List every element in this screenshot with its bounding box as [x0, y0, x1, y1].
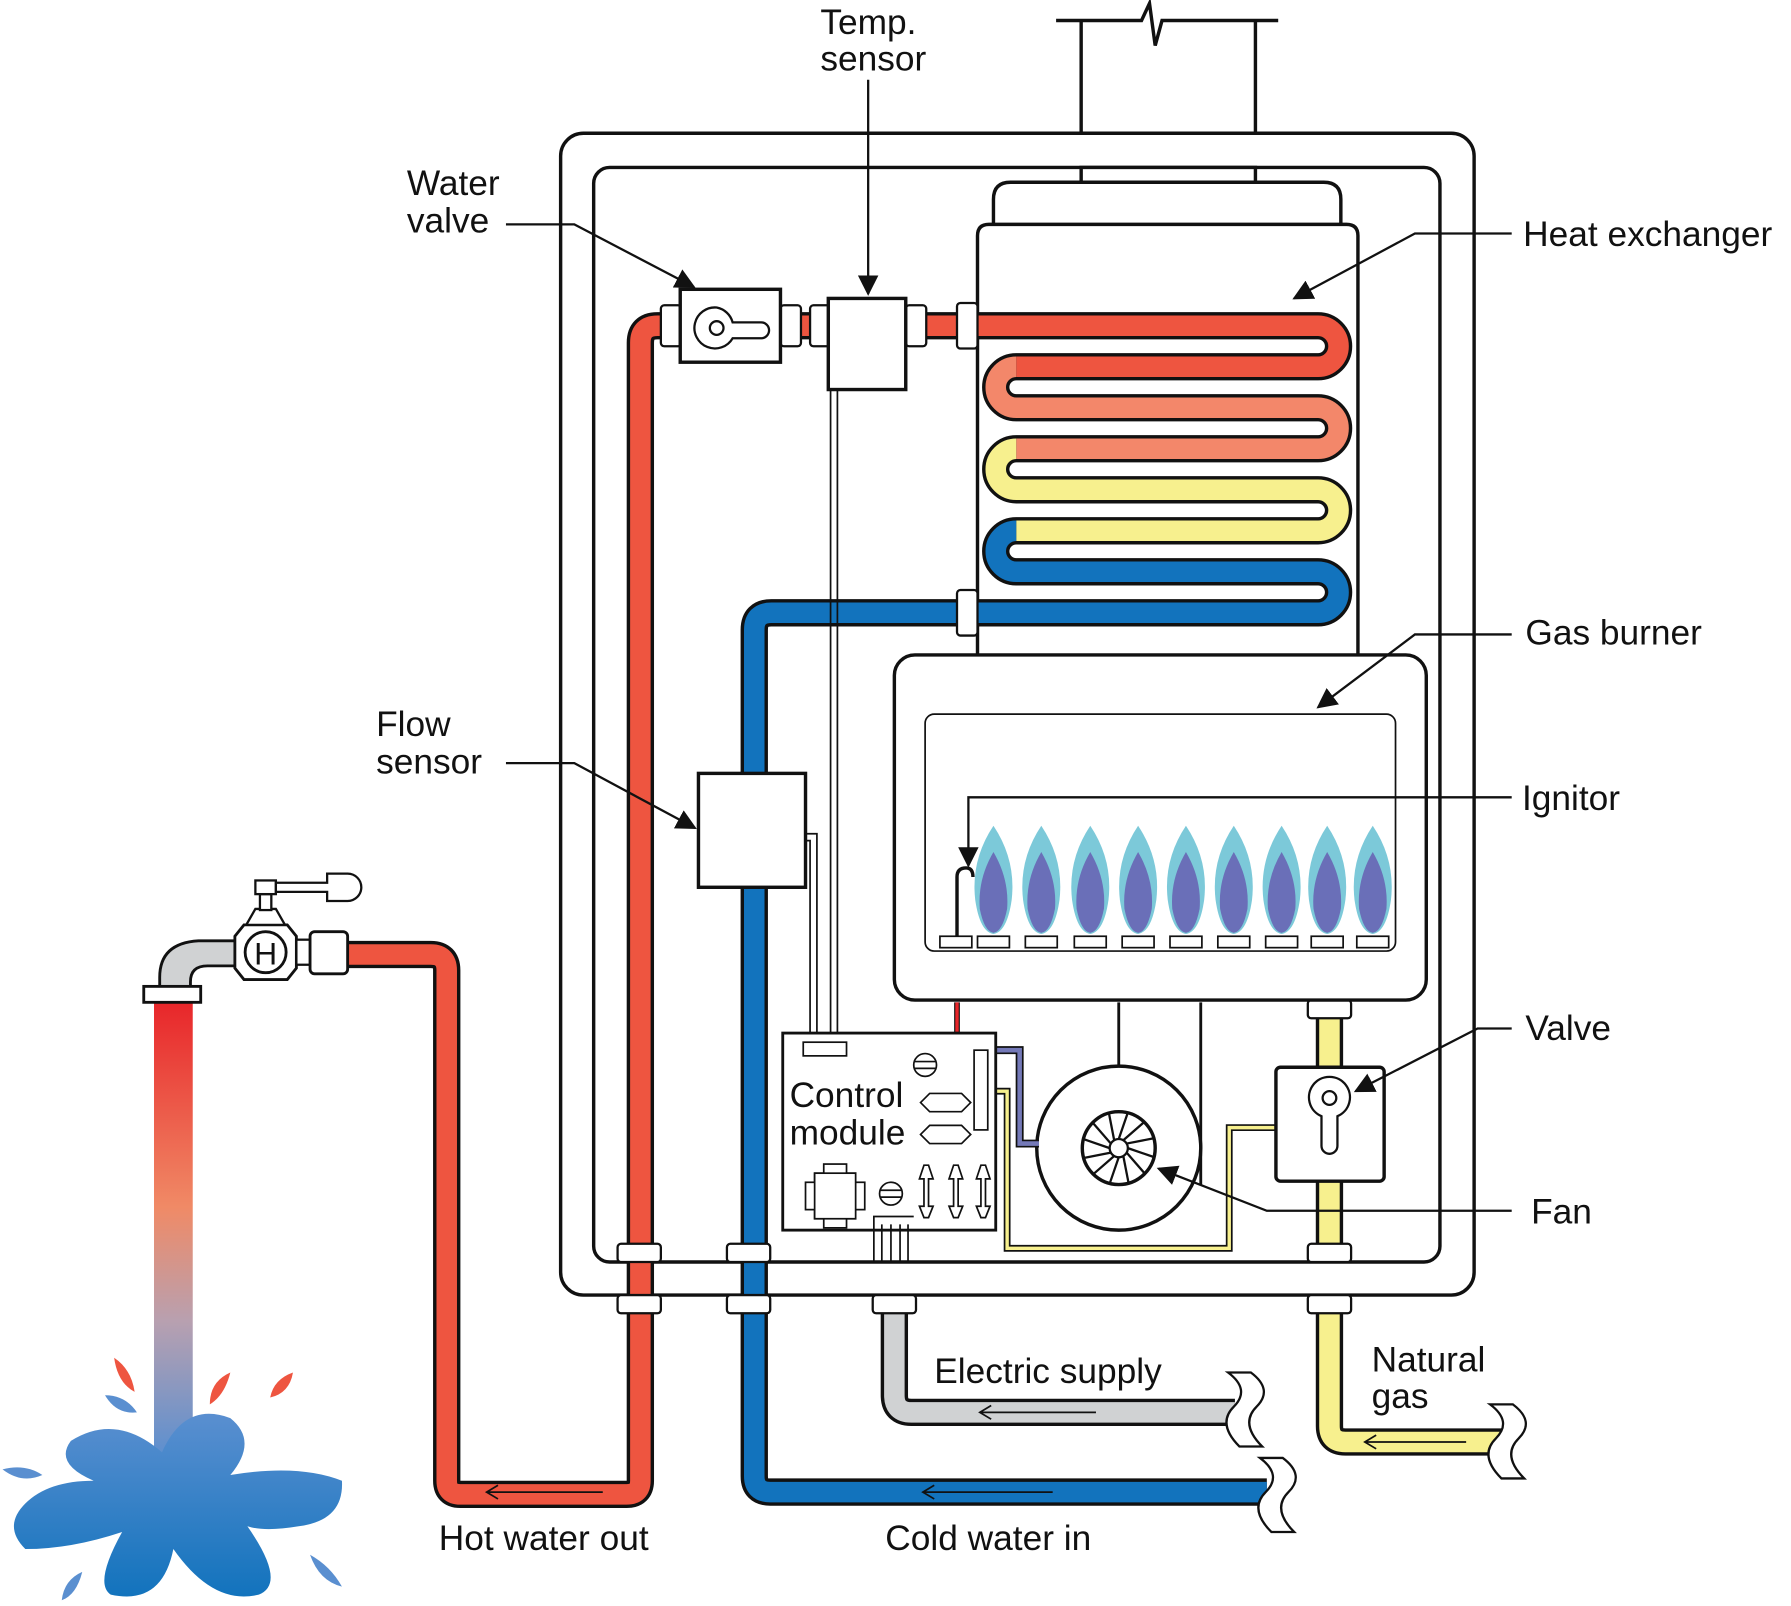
hot-water-stream [154, 1002, 193, 1458]
coil-cold [967, 520, 1349, 624]
fan-blade [1083, 1138, 1111, 1150]
control-module-label-line2: module [790, 1114, 906, 1153]
cold-water-pipe [744, 602, 1267, 1503]
coil-warm [985, 356, 1349, 460]
tap-letter: H [254, 936, 277, 972]
control-module-label-line1: Control [790, 1076, 904, 1115]
hot-water-pipe [344, 315, 968, 1505]
burner-flame [1214, 825, 1253, 949]
burner-flame [1353, 825, 1392, 949]
gas-supply-pipe [1319, 1298, 1504, 1453]
fan-blade [1083, 1151, 1112, 1160]
pipe-break-ends [1224, 1371, 1527, 1534]
fan-blade [1108, 1156, 1120, 1184]
control-module: Control module [781, 1031, 998, 1263]
fan-blade [1126, 1137, 1155, 1145]
ignitor-electrode [955, 866, 975, 937]
electric-supply-label: Electric supply [934, 1352, 1162, 1391]
flow-arrows [484, 1404, 1467, 1500]
leader-lines [505, 79, 1512, 1212]
fan [1035, 1002, 1203, 1232]
temp-sensor-label-line2: sensor [820, 40, 926, 79]
gas-burner [892, 653, 1428, 1002]
cold-water-in-label: Cold water in [885, 1519, 1091, 1558]
burner-flame [974, 825, 1013, 949]
flow-sensor [696, 771, 808, 889]
water-valve [678, 287, 783, 364]
ignitor-label: Ignitor [1522, 779, 1620, 818]
fan-blade [1122, 1121, 1145, 1142]
burner-flame [1308, 825, 1347, 949]
temp-sensor [826, 296, 908, 392]
natural-gas-label-line2: gas [1372, 1377, 1429, 1416]
heat-exchanger-label: Heat exchanger [1523, 215, 1772, 254]
flow-sensor-label-line2: sensor [376, 742, 482, 781]
coil-tepid [985, 438, 1349, 542]
fan-label: Fan [1531, 1192, 1592, 1231]
fan-blade [1091, 1121, 1112, 1145]
coil-hot [967, 315, 1349, 378]
burner-flame [1262, 825, 1301, 949]
hot-water-out-label: Hot water out [439, 1519, 649, 1558]
flue-collar [1079, 165, 1258, 184]
valve-label: Valve [1525, 1009, 1611, 1048]
fan-blade [1127, 1147, 1155, 1159]
labels: Temp. sensor Water valve Heat exchanger … [376, 3, 1772, 1558]
burner-flame [1071, 825, 1110, 949]
tap: H [142, 872, 363, 1458]
burner-flame [1119, 825, 1158, 949]
flow-sensor-label-line1: Flow [376, 705, 451, 744]
pipe-fills [344, 315, 1504, 1505]
fan-blade [1125, 1151, 1146, 1175]
gas-burner-label: Gas burner [1525, 614, 1702, 653]
natural-gas-label-line1: Natural [1372, 1340, 1486, 1379]
burner-flame [1166, 825, 1205, 949]
temp-sensor-label-line1: Temp. [820, 3, 916, 42]
fan-blade [1107, 1112, 1116, 1141]
flue [1056, 0, 1279, 134]
fan-blade [1092, 1155, 1115, 1176]
gas-valve [1274, 1065, 1386, 1183]
fan-blade [1117, 1112, 1129, 1140]
water-valve-label-line2: valve [407, 201, 489, 240]
water-valve-label-line1: Water [407, 164, 500, 203]
water-splash [2, 1357, 343, 1601]
fan-blade [1122, 1155, 1130, 1184]
burner-flame [1022, 825, 1061, 949]
electric-supply-cable [884, 1298, 1235, 1423]
